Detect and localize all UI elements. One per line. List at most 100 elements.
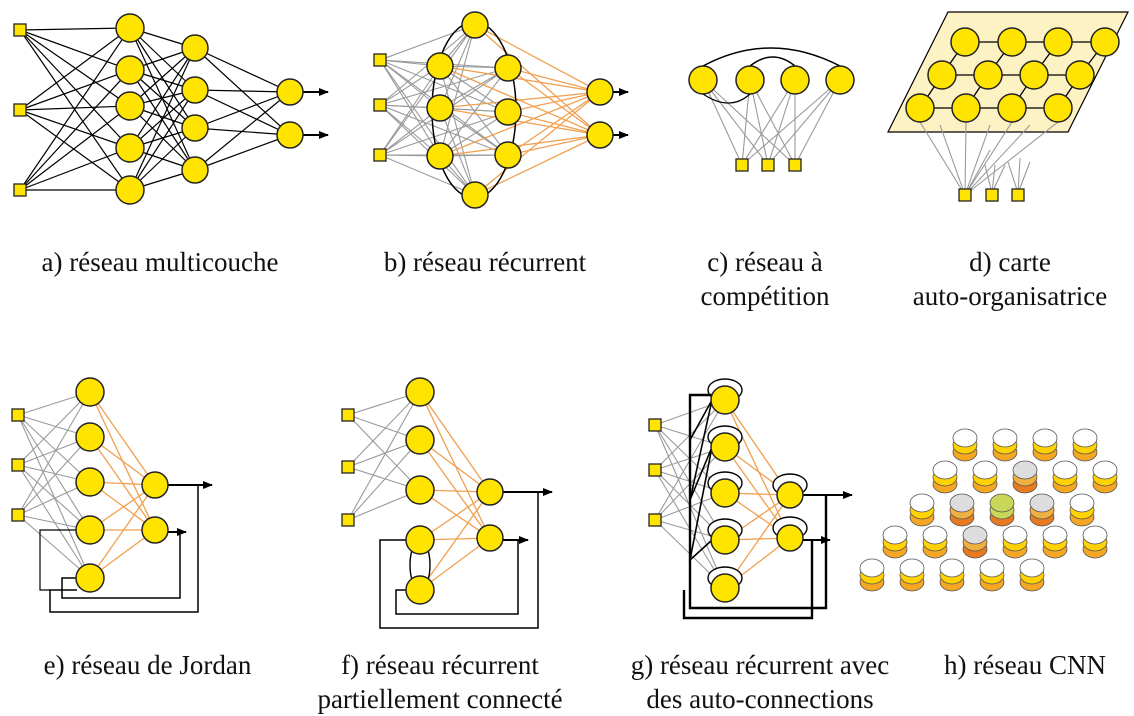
output-neuron [776, 524, 804, 552]
competitive-neuron [735, 65, 765, 95]
feedback-loop [395, 540, 519, 615]
cnn-cell-layer [952, 428, 978, 448]
cnn-cell-layer [1042, 525, 1068, 545]
input-node [985, 188, 999, 202]
input-link [984, 164, 993, 194]
connection-edge [379, 104, 509, 156]
connection-edge [767, 79, 796, 166]
connection-edge [17, 414, 91, 483]
hidden-neuron [461, 181, 489, 209]
caption-f: f) réseau récurrent partiellement connec… [290, 648, 590, 716]
caption-c-line1: c) réseau à [707, 247, 823, 277]
cnn-cell [1029, 493, 1055, 527]
caption-f-line1: f) réseau récurrent [341, 650, 539, 680]
connection-edge [129, 47, 196, 149]
caption-f-line2: partiellement connecté [317, 684, 563, 714]
input-node [11, 408, 25, 422]
connection-edge [17, 514, 91, 579]
connection-edge [19, 27, 131, 111]
hidden-neuron [426, 94, 454, 122]
hidden-neuron [181, 76, 209, 104]
cnn-cell [1072, 428, 1098, 462]
cnn-cell [859, 558, 885, 592]
caption-g-line1: g) réseau récurrent avec [630, 650, 890, 680]
connection-edge [702, 79, 796, 166]
connection-edge [741, 79, 841, 166]
feedback-loop [682, 540, 814, 620]
map-neuron [1043, 27, 1073, 57]
map-neuron [1043, 93, 1073, 123]
hidden-neuron [405, 575, 435, 605]
hidden-neuron [115, 13, 145, 43]
output-neuron [476, 478, 504, 506]
hidden-neuron [426, 142, 454, 170]
cnn-cell [1019, 558, 1045, 592]
connection-edge [724, 399, 791, 539]
connection-edge [439, 65, 601, 93]
connection-edge [194, 89, 291, 136]
cnn-cell [1092, 460, 1118, 494]
caption-d: d) carte auto-organisatrice [895, 245, 1125, 313]
caption-b: b) réseau récurrent [355, 245, 615, 279]
map-neuron [1090, 27, 1120, 57]
map-neuron [927, 60, 957, 90]
connection-edge [379, 154, 476, 196]
jordan-feedback-loop [61, 532, 181, 599]
connection-edge [439, 91, 601, 157]
connection-edge [129, 47, 196, 191]
connection-edge [194, 91, 291, 171]
input-link [1017, 161, 1031, 194]
hidden-neuron [181, 34, 209, 62]
cnn-cell-layer [1002, 525, 1028, 545]
connection-edge [379, 59, 476, 196]
connection-edge [19, 109, 131, 191]
input-link [991, 164, 1006, 194]
competitive-neuron [688, 65, 718, 95]
connection-edge [419, 439, 491, 539]
connection-edge [439, 67, 509, 157]
cnn-cell-layer [1092, 460, 1118, 480]
cnn-cell [989, 493, 1015, 527]
cnn-cell [1082, 525, 1108, 559]
input-link [919, 121, 966, 196]
output-neuron [586, 78, 614, 106]
connection-edge [19, 147, 131, 191]
cnn-cell-layer [1029, 493, 1055, 513]
hidden-neuron [115, 55, 145, 85]
connection-edge [439, 107, 601, 136]
caption-d-line2: auto-organisatrice [912, 281, 1108, 311]
map-neuron [950, 27, 980, 57]
cnn-cell [1032, 428, 1058, 462]
input-node [373, 148, 387, 162]
map-neuron [905, 93, 935, 123]
caption-g: g) réseau récurrent avec des auto-connec… [605, 648, 915, 716]
cnn-cell [992, 428, 1018, 462]
connection-edge [17, 391, 91, 466]
connection-edge [89, 484, 156, 579]
input-node [648, 463, 662, 477]
hidden-neuron [75, 467, 105, 497]
connection-edge [19, 109, 131, 149]
cnn-cell-layer [1012, 460, 1038, 480]
cnn-cell-layer [1072, 428, 1098, 448]
input-link [939, 124, 966, 196]
input-node [761, 158, 775, 172]
lateral-inhibition-arc [702, 47, 841, 67]
input-node [958, 188, 972, 202]
caption-e: e) réseau de Jordan [10, 648, 285, 682]
hidden-neuron [494, 141, 522, 169]
connection-edge [439, 24, 476, 109]
hidden-neuron [494, 54, 522, 82]
output-neuron [476, 524, 504, 552]
input-node [13, 23, 27, 37]
hidden-neuron [75, 422, 105, 452]
connection-edge [702, 79, 743, 166]
connection-edge [129, 89, 196, 191]
connection-edge [347, 391, 421, 521]
connection-edge [379, 59, 441, 157]
input-node [373, 53, 387, 67]
input-link [964, 149, 991, 196]
cnn-cell-layer [1032, 428, 1058, 448]
cnn-cell-layer [1069, 493, 1095, 513]
connection-edge [507, 67, 601, 93]
